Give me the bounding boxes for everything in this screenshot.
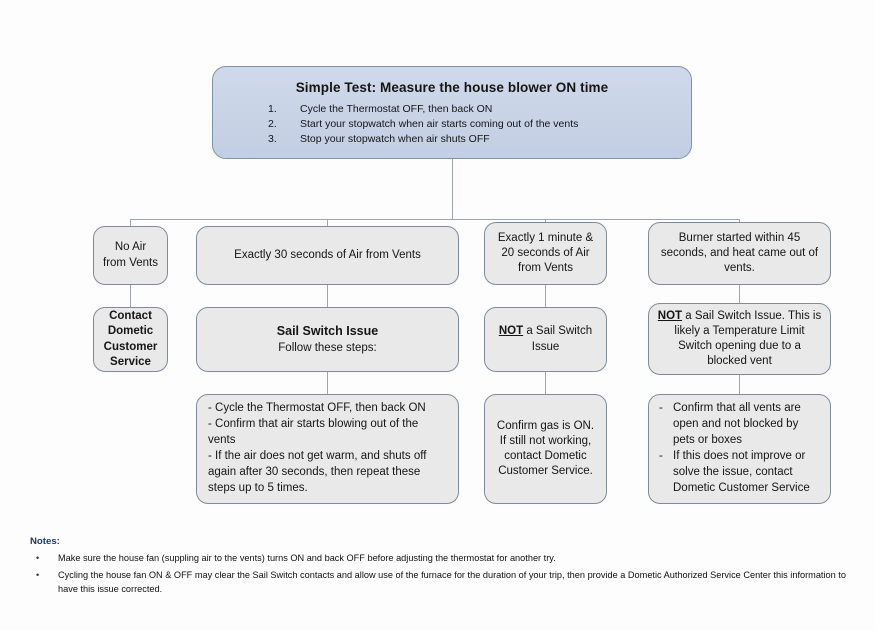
root-node-simple-test[interactable]: Simple Test: Measure the house blower ON… xyxy=(212,66,692,159)
action-node-thermostat-cycle-steps[interactable]: - Cycle the Thermostat OFF, then back ON… xyxy=(196,394,459,504)
result-subtitle: Follow these steps: xyxy=(278,342,377,355)
result-text: NOT a Sail Switch Issue. This is likely … xyxy=(657,309,822,370)
notes-section: Notes: • Make sure the house fan (suppli… xyxy=(30,535,860,600)
step-text: Start your stopwatch when air starts com… xyxy=(300,118,579,131)
result-node-contact-dometic[interactable]: Contact Dometic Customer Service xyxy=(93,307,168,372)
note-item: • Cycling the house fan ON & OFF may cle… xyxy=(30,569,860,597)
result-rest: a Sail Switch Issue xyxy=(523,325,593,353)
result-text: Contact Dometic Customer Service xyxy=(103,310,158,368)
step-text: Stop your stopwatch when air shuts OFF xyxy=(300,133,490,146)
connector-branch-3-condition-to-result xyxy=(545,285,546,307)
action-step-list: - Cycle the Thermostat OFF, then back ON… xyxy=(208,401,447,496)
root-node-step-list: 1. Cycle the Thermostat OFF, then back O… xyxy=(213,102,691,148)
action-step: - If this does not improve or solve the … xyxy=(659,449,820,497)
step-item: 3. Stop your stopwatch when air shuts OF… xyxy=(213,132,691,147)
result-emphasis: NOT xyxy=(657,309,683,322)
action-step: - Confirm that all vents are open and no… xyxy=(659,401,820,449)
action-text: Confirm gas is ON. If still not working,… xyxy=(496,419,595,478)
action-step: - If the air does not get warm, and shut… xyxy=(208,450,427,494)
condition-node-no-air[interactable]: No Air from Vents xyxy=(93,226,168,285)
notes-title: Notes: xyxy=(30,536,60,547)
connector-branch-2-condition-to-result xyxy=(327,285,328,307)
condition-text: No Air from Vents xyxy=(103,241,158,269)
condition-text: Exactly 30 seconds of Air from Vents xyxy=(234,248,421,261)
action-step-text: If this does not improve or solve the is… xyxy=(673,450,810,494)
condition-node-30-seconds[interactable]: Exactly 30 seconds of Air from Vents xyxy=(196,226,459,285)
result-node-temperature-limit-switch[interactable]: NOT a Sail Switch Issue. This is likely … xyxy=(648,303,831,375)
note-text: Cycling the house fan ON & OFF may clear… xyxy=(58,570,846,594)
condition-node-1min20[interactable]: Exactly 1 minute & 20 seconds of Air fro… xyxy=(484,222,607,285)
action-node-check-vents[interactable]: - Confirm that all vents are open and no… xyxy=(648,394,831,504)
action-step: - Cycle the Thermostat OFF, then back ON xyxy=(208,402,426,415)
step-number: 3. xyxy=(268,133,277,146)
result-text: NOT a Sail Switch Issue xyxy=(493,324,598,354)
step-item: 1. Cycle the Thermostat OFF, then back O… xyxy=(213,102,691,117)
bullet-icon: • xyxy=(36,570,40,581)
connector-horizontal-bus xyxy=(130,219,740,220)
note-item: • Make sure the house fan (suppling air … xyxy=(30,552,860,566)
result-title: Sail Switch Issue xyxy=(276,323,379,338)
root-node-title: Simple Test: Measure the house blower ON… xyxy=(295,80,609,95)
action-node-confirm-gas-on[interactable]: Confirm gas is ON. If still not working,… xyxy=(484,394,607,504)
connector-root-down xyxy=(452,158,453,219)
connector-branch-3-result-to-action xyxy=(545,372,546,394)
action-step-text: Confirm that all vents are open and not … xyxy=(673,402,801,447)
condition-text: Burner started within 45 seconds, and he… xyxy=(660,231,819,275)
condition-text: Exactly 1 minute & 20 seconds of Air fro… xyxy=(497,231,594,275)
result-rest: a Sail Switch Issue. This is likely a Te… xyxy=(674,309,822,368)
connector-branch-1-condition-to-result xyxy=(130,285,131,307)
action-step-list: - Confirm that all vents are open and no… xyxy=(659,401,820,496)
dash-bullet: - xyxy=(659,450,663,462)
step-item: 2. Start your stopwatch when air starts … xyxy=(213,117,691,132)
condition-node-burner-started[interactable]: Burner started within 45 seconds, and he… xyxy=(648,222,831,285)
note-text: Make sure the house fan (suppling air to… xyxy=(58,553,556,564)
action-step: - Confirm that air starts blowing out of… xyxy=(208,418,419,447)
connector-branch-2-result-to-action xyxy=(327,372,328,394)
bullet-icon: • xyxy=(36,553,40,564)
notes-list: • Make sure the house fan (suppling air … xyxy=(30,552,860,596)
result-node-sail-switch-issue[interactable]: Sail Switch Issue Follow these steps: xyxy=(196,307,459,372)
step-text: Cycle the Thermostat OFF, then back ON xyxy=(300,102,493,115)
result-emphasis: NOT xyxy=(498,325,524,338)
step-number: 2. xyxy=(268,118,277,131)
dash-bullet: - xyxy=(659,402,663,415)
result-node-not-sail-switch[interactable]: NOT a Sail Switch Issue xyxy=(484,307,607,372)
step-number: 1. xyxy=(268,102,277,115)
connector-branch-4-result-to-action xyxy=(739,375,740,394)
connector-branch-4-condition-to-result xyxy=(739,285,740,307)
